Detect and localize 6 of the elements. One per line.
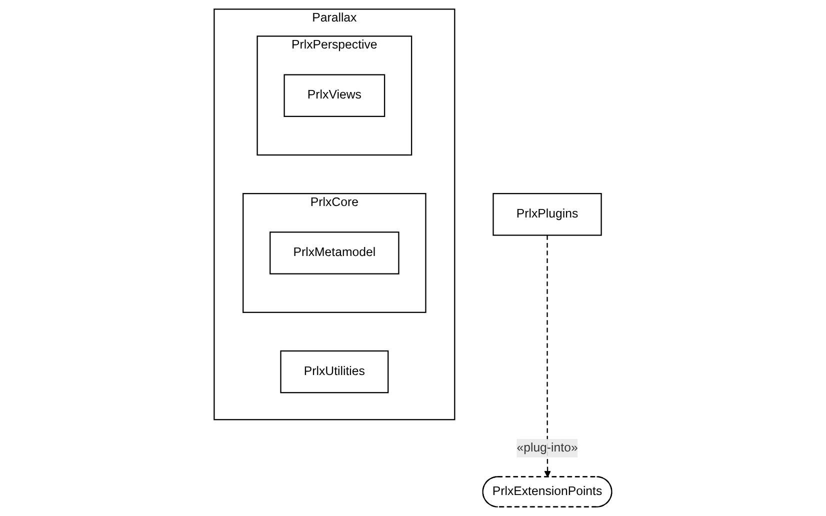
node-box: PrlxUtilities xyxy=(280,350,389,394)
edge-label: «plug-into» xyxy=(516,441,578,454)
node-box: PrlxViews xyxy=(284,74,386,117)
node-box: PrlxMetamodel xyxy=(270,232,400,274)
arrow xyxy=(544,235,552,478)
node-box: PrlxPlugins xyxy=(492,193,602,236)
